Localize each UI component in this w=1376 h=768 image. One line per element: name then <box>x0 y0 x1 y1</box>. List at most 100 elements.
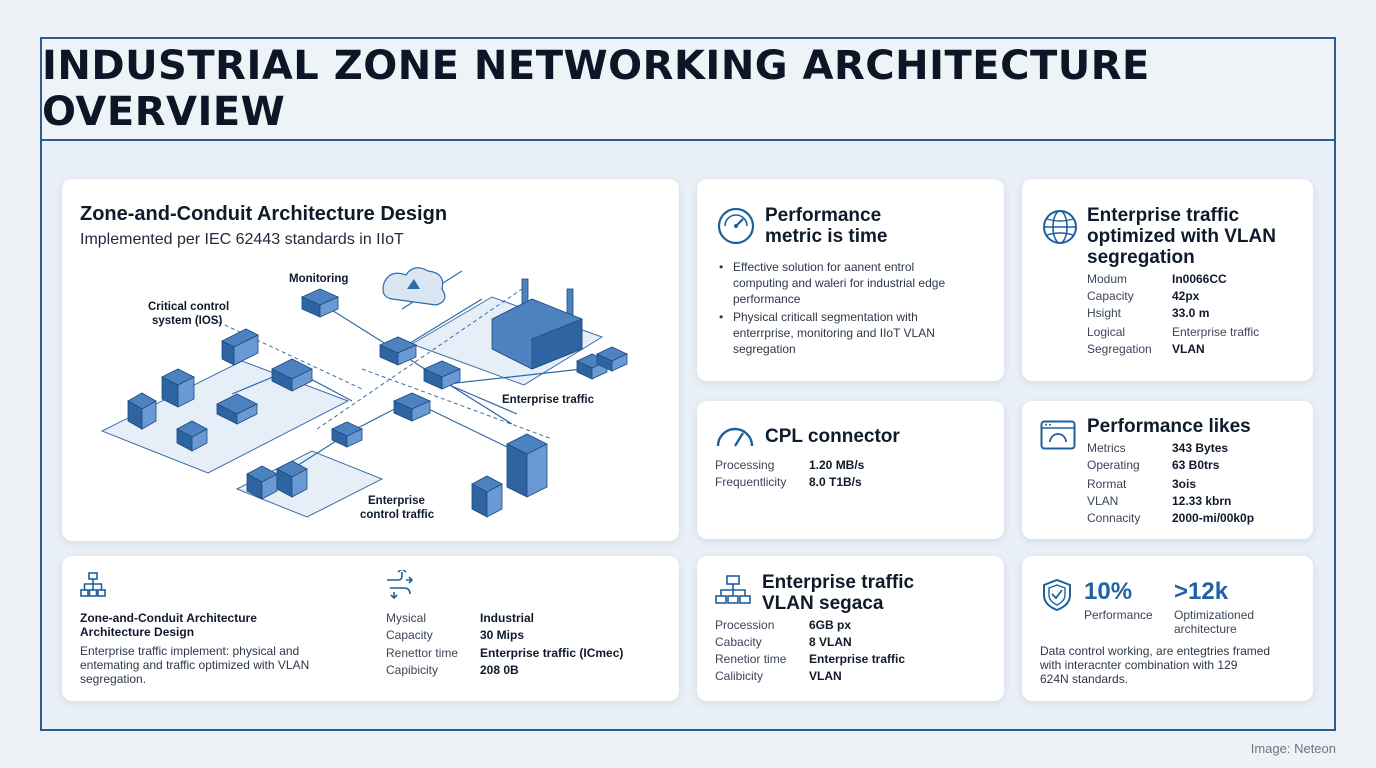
performance-time-card: Performance metric is time • Effective s… <box>697 179 1004 381</box>
spec-value: 63 B0trs <box>1172 458 1220 472</box>
spec-value: In0066CC <box>1172 272 1227 286</box>
page-title: INDUSTRIAL ZONE NETWORKING ARCHITECTURE … <box>42 43 1150 135</box>
network-diagram: Monitoring Critical control system (IOS)… <box>100 267 628 521</box>
flow-arrows-icon <box>387 570 414 600</box>
spec-value: VLAN <box>1172 342 1205 356</box>
vlan-segaca-card: Enterprise traffic VLAN segaca Processio… <box>697 556 1004 701</box>
diagram-subheading: Implemented per IEC 62443 standards in I… <box>80 231 404 248</box>
spec-label: Logical <box>1087 325 1126 339</box>
card-title-line2: VLAN segaca <box>762 593 884 614</box>
diagram-heading: Zone-and-Conduit Architecture Design <box>80 203 448 225</box>
spec-label: Operating <box>1087 458 1140 472</box>
card-title-line2: optimized with VLAN <box>1087 226 1276 247</box>
bullet-line: computing and waleri for industrial edge <box>733 276 946 290</box>
device-switch <box>301 288 339 318</box>
device-workstation <box>221 328 259 366</box>
label-enterprise-control-2: control traffic <box>360 509 435 521</box>
stat-architecture-value: >12k <box>1174 578 1229 605</box>
bullet-list: • Effective solution for aanent entrol c… <box>717 259 945 357</box>
bullet-line: performance <box>733 292 801 306</box>
card-title-line1: Enterprise traffic <box>1087 205 1240 226</box>
cpl-connector-card: CPL connector Processing 1.20 MB/s Frequ… <box>697 401 1004 539</box>
desc-line: 624N standards. <box>1040 672 1129 686</box>
label-critical-2: system (IOS) <box>152 315 222 327</box>
desc-line: entemating and traffic optimized with VL… <box>80 658 310 672</box>
spec-value: 8.0 T1B/s <box>809 475 862 489</box>
spec-label: Renettor time <box>386 646 459 660</box>
device-hmi <box>216 393 258 425</box>
zone-boundary-line <box>361 368 553 440</box>
stat-architecture-label-2: architecture <box>1174 622 1237 636</box>
spec-value: 3ois <box>1172 477 1197 491</box>
spec-label: Connacity <box>1087 511 1141 525</box>
cloud-icon <box>382 267 446 306</box>
device-switch <box>576 353 608 380</box>
summary-heading-2: Architecture Design <box>80 625 195 639</box>
globe-icon <box>1043 210 1077 244</box>
spec-value: 8 VLAN <box>809 635 852 649</box>
card-title: Performance likes <box>1087 416 1251 437</box>
device-plc <box>161 368 195 408</box>
title-bar: INDUSTRIAL ZONE NETWORKING ARCHITECTURE … <box>42 39 1334 141</box>
stat-performance-value: 10% <box>1084 578 1133 605</box>
spec-label: Processing <box>715 458 775 472</box>
spec-table: Rormat 3ois VLAN 12.33 kbrn Connacity 20… <box>1087 476 1254 526</box>
stats-description: Data control working, are entegtries fra… <box>1040 644 1270 686</box>
spec-label: Hsight <box>1087 306 1122 320</box>
bullet-item: • Effective solution for aanent entrol c… <box>719 260 946 306</box>
spec-label: Capacity <box>386 628 433 642</box>
card-title-line2: metric is time <box>765 226 888 247</box>
stats-card: 10% Performance >12k Optimizationed arch… <box>1022 556 1313 701</box>
spec-label: VLAN <box>1087 494 1119 508</box>
device-switch <box>393 392 431 422</box>
spec-label: Procession <box>715 618 775 632</box>
org-chart-icon <box>80 572 106 597</box>
image-credit: Image: Neteon <box>1250 741 1336 756</box>
speedometer-icon <box>716 427 754 447</box>
performance-likes-card: Performance likes Metrics 343 Bytes Oper… <box>1022 401 1313 539</box>
spec-value: Enterprise traffic (ICmec) <box>480 646 624 660</box>
bullet-line: Effective solution for aanent entrol <box>733 260 915 274</box>
spec-table: Processing 1.20 MB/s Frequentlicity 8.0 … <box>715 457 864 490</box>
spec-value: 208 0B <box>480 663 519 677</box>
bullet-line: Physical criticall segmentation with <box>733 310 918 324</box>
gauge-icon <box>717 207 755 245</box>
spec-table: Renetior time Enterprise traffic Calibic… <box>715 651 905 684</box>
spec-table: Mysical Industrial Capacity 30 Mips <box>386 610 534 643</box>
spec-label: Capacity <box>1087 289 1134 303</box>
spec-value: Enterprise traffic <box>1172 325 1260 339</box>
spec-label: Cabacity <box>715 635 762 649</box>
shield-icon <box>1043 578 1071 612</box>
device-plc <box>127 392 157 430</box>
desc-line: with interacnter combination with 129 <box>1040 658 1238 672</box>
spec-label: Frequentlicity <box>715 475 787 489</box>
factory-icon <box>491 278 583 370</box>
device-switch <box>331 421 363 448</box>
device-switch <box>596 346 628 372</box>
spec-value: VLAN <box>809 669 842 683</box>
bullet-line: segregation <box>733 342 796 356</box>
spec-value: 30 Mips <box>480 628 525 642</box>
spec-value: 2000-mi/00k0p <box>1172 511 1255 525</box>
card-title-line1: Enterprise traffic <box>762 572 915 593</box>
bullet-line: enterrprise, monitoring and IIoT VLAN <box>733 326 935 340</box>
card-title-line3: segregation <box>1087 247 1195 268</box>
zone-boundary-line <box>316 288 523 430</box>
spec-table: Procession 6GB px Cabacity 8 VLAN <box>715 617 852 650</box>
desc-line: Enterprise traffic implement: physical a… <box>80 644 300 658</box>
spec-value: 1.20 MB/s <box>809 458 865 472</box>
desc-line: segregation. <box>80 672 147 686</box>
spec-label: Mysical <box>386 611 427 625</box>
label-enterprise-control-1: Enterprise <box>368 495 425 507</box>
spec-table: Modum In0066CC Capacity 42px Hsight 33.0… <box>1087 271 1227 321</box>
spec-value: 6GB px <box>809 618 852 632</box>
architecture-summary-card: Zone-and-Conduit Architecture Architectu… <box>62 556 679 701</box>
card-title-line1: Performance <box>765 205 882 226</box>
architecture-diagram-card: Zone-and-Conduit Architecture Design Imp… <box>62 179 679 541</box>
spec-label: Modum <box>1087 272 1128 286</box>
bullet-item: • Physical criticall segmentation with e… <box>717 309 945 357</box>
spec-table: Metrics 343 Bytes Operating 63 B0trs <box>1087 440 1228 473</box>
spec-label: Metrics <box>1087 441 1126 455</box>
spec-label: Calibicity <box>715 669 764 683</box>
device-robot-arm <box>176 420 208 452</box>
